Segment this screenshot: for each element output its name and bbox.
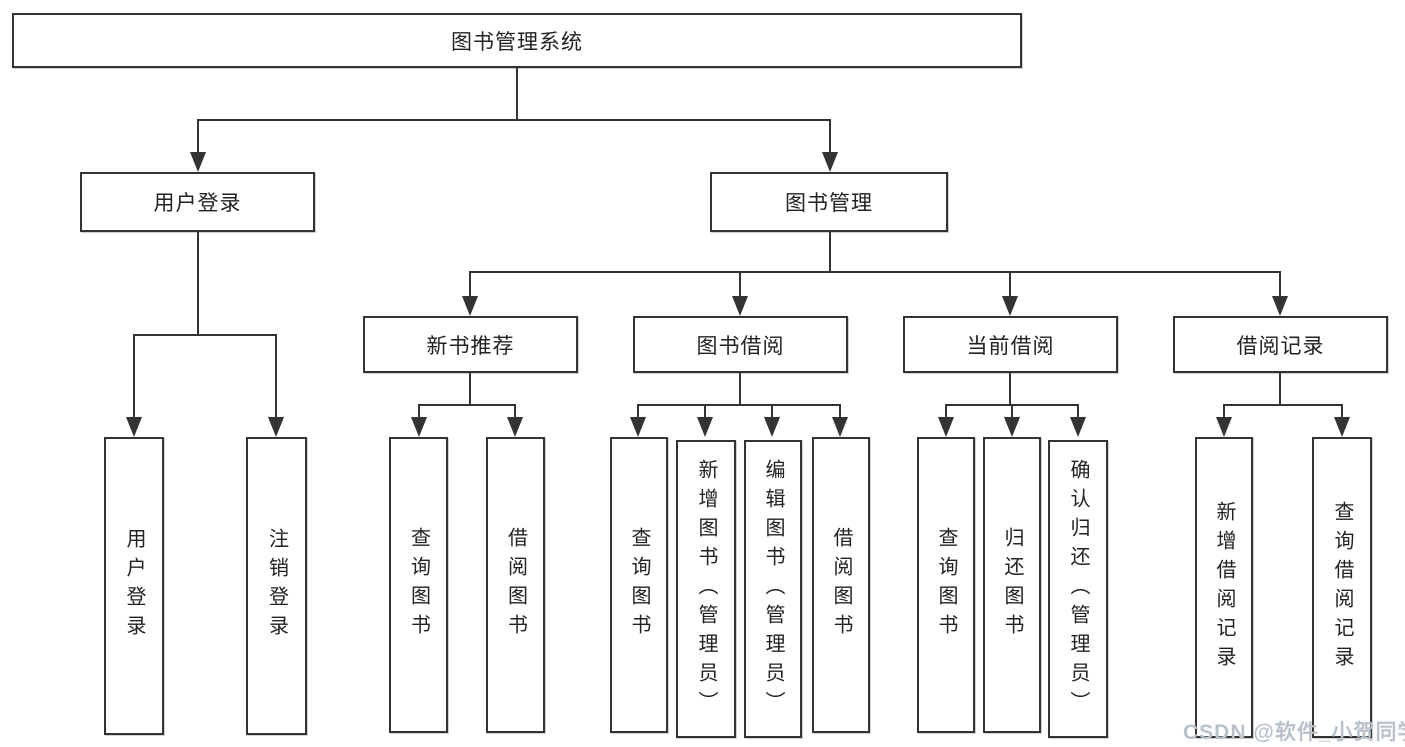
connector-line [514, 404, 516, 419]
connector-line [133, 334, 135, 419]
connector-line [638, 404, 841, 406]
connector-line [771, 404, 773, 419]
arrow-down-icon [822, 152, 838, 172]
connector-line [197, 119, 831, 121]
connector-line [1009, 271, 1011, 299]
connector-line [637, 404, 639, 419]
arrow-down-icon [190, 152, 206, 172]
node-book-borrow: 图书借阅 [633, 316, 848, 373]
connector-line [275, 334, 277, 419]
node-leaf-bb-borrow-books: 借阅图书 [812, 437, 870, 733]
node-book-management: 图书管理 [710, 172, 948, 232]
connector-line [419, 404, 516, 406]
arrow-down-icon [1070, 417, 1086, 437]
arrow-down-icon [507, 417, 523, 437]
connector-line [1077, 404, 1079, 419]
node-user-login: 用户登录 [80, 172, 315, 232]
arrow-down-icon [268, 417, 284, 437]
connector-line [945, 404, 947, 419]
arrow-down-icon [1216, 417, 1232, 437]
connector-line [197, 230, 199, 336]
connector-line [1009, 371, 1011, 406]
node-root: 图书管理系统 [12, 13, 1022, 68]
node-leaf-logout: 注销登录 [246, 437, 307, 735]
connector-line [739, 271, 741, 299]
arrow-down-icon [126, 417, 142, 437]
connector-line [469, 371, 471, 406]
node-leaf-cb-query-books: 查询图书 [917, 437, 975, 733]
connector-line [829, 230, 831, 273]
csdn-watermark: CSDN @软件_小贺同学 [1183, 721, 1405, 744]
node-leaf-nb-borrow-books: 借阅图书 [486, 437, 545, 733]
arrow-down-icon [1002, 296, 1018, 316]
connector-line [516, 67, 518, 120]
connector-line [739, 371, 741, 406]
connector-line [829, 119, 831, 155]
node-leaf-user-login: 用户登录 [104, 437, 164, 735]
connector-line [704, 404, 706, 419]
connector-line [1223, 404, 1225, 419]
connector-line [1341, 404, 1343, 419]
connector-line [839, 404, 841, 419]
connector-line [1279, 271, 1281, 299]
arrow-down-icon [938, 417, 954, 437]
node-leaf-cb-return-books: 归还图书 [983, 437, 1041, 733]
connector-line [1279, 371, 1281, 406]
arrow-down-icon [462, 296, 478, 316]
node-leaf-br-query-record: 查询借阅记录 [1312, 437, 1372, 738]
arrow-down-icon [697, 417, 713, 437]
connector-line [469, 271, 471, 299]
node-leaf-bb-add-books-admin: 新增图书（管理员） [676, 440, 736, 738]
arrow-down-icon [832, 417, 848, 437]
node-new-book-recommend: 新书推荐 [363, 316, 578, 373]
node-leaf-bb-query-books: 查询图书 [610, 437, 668, 733]
connector-line [470, 271, 1280, 273]
connector-line [418, 404, 420, 419]
arrow-down-icon [732, 296, 748, 316]
arrow-down-icon [630, 417, 646, 437]
connector-line [197, 119, 199, 155]
arrow-down-icon [411, 417, 427, 437]
node-leaf-nb-query-books: 查询图书 [389, 437, 448, 733]
node-current-borrow: 当前借阅 [903, 316, 1118, 373]
arrow-down-icon [1272, 296, 1288, 316]
node-leaf-cb-confirm-return-admin: 确认归还（管理员） [1048, 440, 1108, 738]
node-leaf-bb-edit-books-admin: 编辑图书（管理员） [744, 440, 802, 738]
arrow-down-icon [764, 417, 780, 437]
connector-line [1011, 404, 1013, 419]
node-leaf-br-add-record: 新增借阅记录 [1195, 437, 1253, 738]
node-borrow-records: 借阅记录 [1173, 316, 1388, 373]
connector-line [1223, 404, 1343, 406]
arrow-down-icon [1004, 417, 1020, 437]
connector-line [134, 334, 276, 336]
arrow-down-icon [1334, 417, 1350, 437]
